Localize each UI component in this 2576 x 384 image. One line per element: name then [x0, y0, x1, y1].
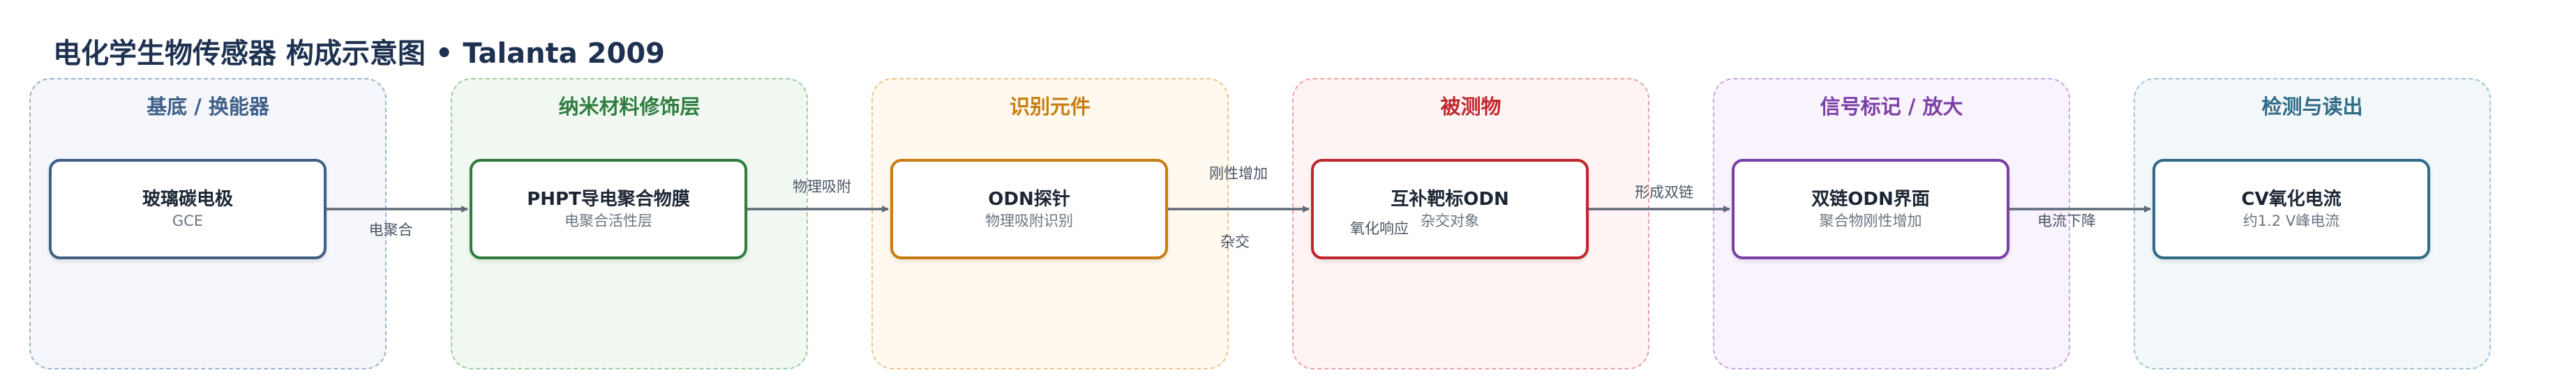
- diagram-title: 电化学生物传感器 构成示意图 • Talanta 2009: [53, 38, 666, 70]
- node-complementary-target-odn: 互补靶标ODN 杂交对象: [1311, 159, 1589, 259]
- edge-label-4: 形成双链: [1635, 184, 1693, 201]
- panel-title: 信号标记 / 放大: [1820, 95, 1963, 118]
- edge-label-1: 电聚合: [369, 222, 413, 238]
- edge-label-oxidation: 氧化响应: [1350, 220, 1409, 237]
- node-glassy-carbon-electrode: 玻璃碳电极 GCE: [49, 159, 327, 259]
- node-subtitle: 杂交对象: [1421, 213, 1479, 229]
- node-name: 双链ODN界面: [1811, 189, 1930, 210]
- panel-title: 识别元件: [1009, 95, 1091, 118]
- node-subtitle: 约1.2 V峰电流: [2242, 213, 2340, 229]
- node-name: 玻璃碳电极: [142, 189, 233, 210]
- node-subtitle: GCE: [172, 213, 204, 229]
- node-name: CV氧化电流: [2241, 189, 2342, 210]
- node-double-strand-interface: 双链ODN界面 聚合物刚性增加: [1732, 159, 2009, 259]
- edge-label-5: 电流下降: [2037, 213, 2096, 229]
- panel-title: 纳米材料修饰层: [558, 95, 701, 118]
- node-name: PHPT导电聚合物膜: [527, 189, 690, 210]
- node-subtitle: 物理吸附识别: [985, 213, 1073, 229]
- node-subtitle: 电聚合活性层: [564, 213, 652, 229]
- node-name: 互补靶标ODN: [1391, 189, 1509, 210]
- panel-title: 检测与读出: [2261, 95, 2363, 118]
- edge-label-3: 杂交: [1220, 233, 1250, 250]
- edge-label-2: 物理吸附: [793, 178, 851, 195]
- edge-label-rigidity: 刚性增加: [1209, 165, 1268, 182]
- node-name: ODN探针: [988, 189, 1070, 210]
- panel-title: 被测物: [1440, 95, 1502, 118]
- node-subtitle: 聚合物刚性增加: [1819, 213, 1922, 229]
- node-odn-probe: ODN探针 物理吸附识别: [890, 159, 1168, 259]
- node-phpt-polymer-film: PHPT导电聚合物膜 电聚合活性层: [470, 159, 747, 259]
- panel-title: 基底 / 换能器: [147, 95, 269, 118]
- node-cv-oxidation-current: CV氧化电流 约1.2 V峰电流: [2152, 159, 2430, 259]
